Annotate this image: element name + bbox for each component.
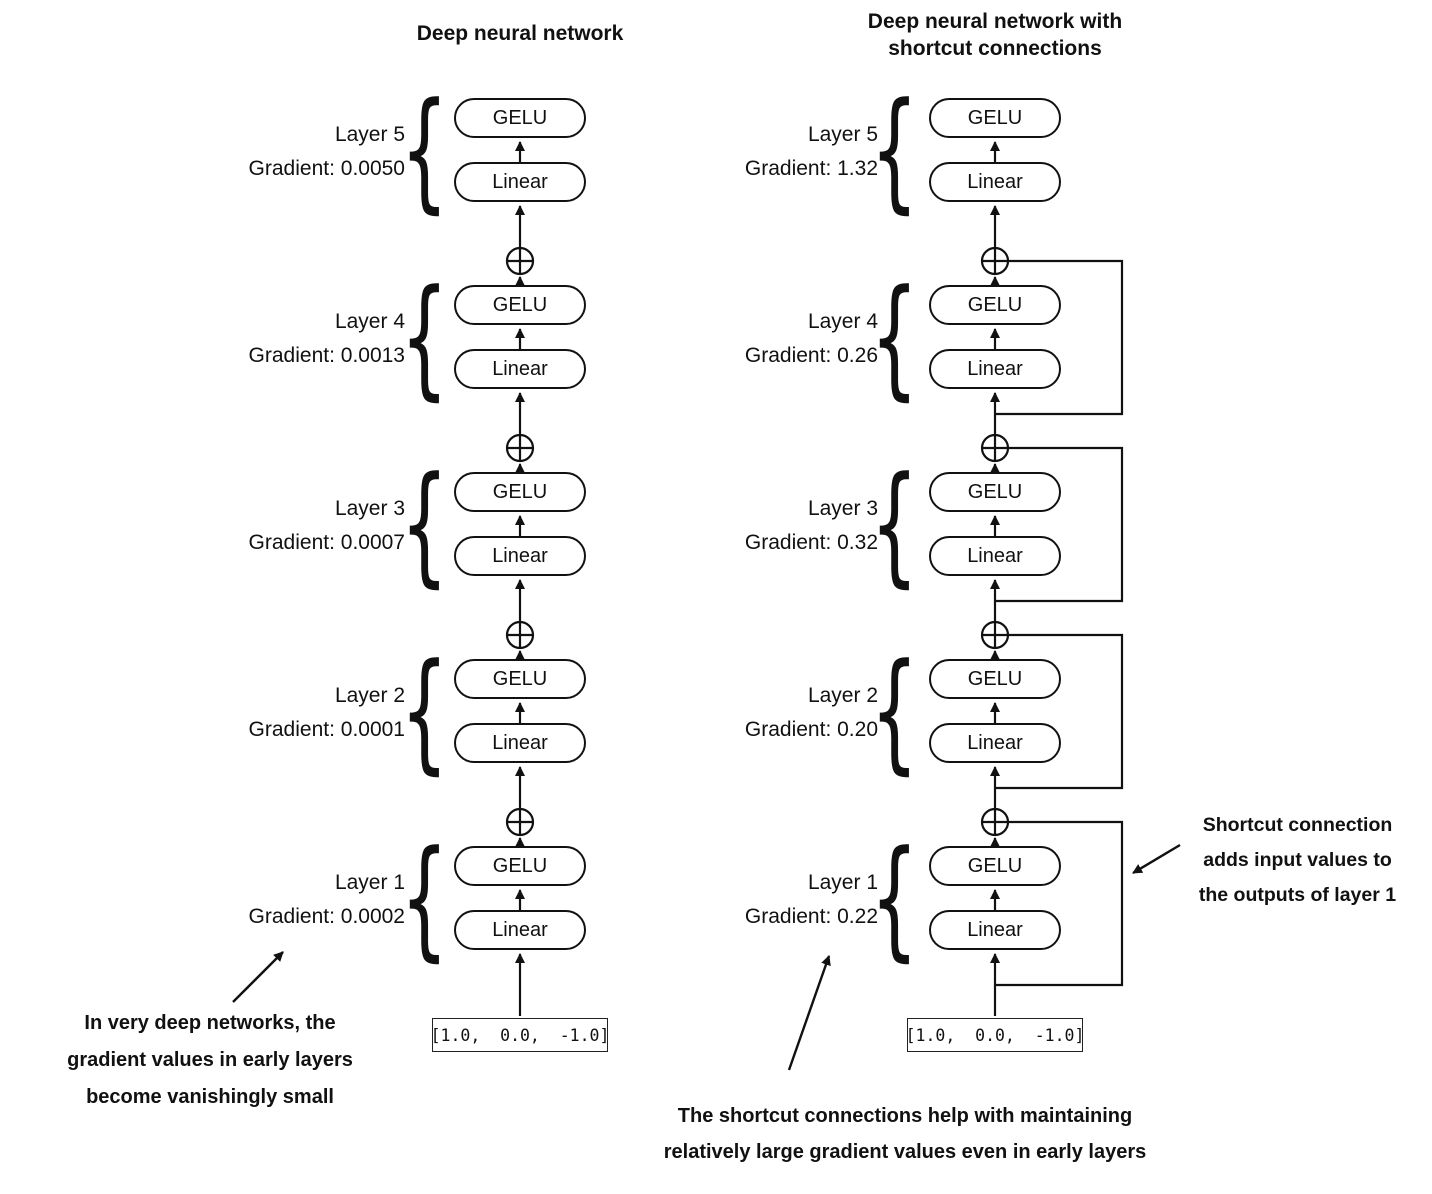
right-plus-circle-icons [980,246,1010,837]
right-layer1-gelu-box: GELU [929,846,1061,886]
layer-gradient: Gradient: 0.0007 [248,531,405,554]
left-layer1-label: Layer 1 Gradient: 0.0002 [165,866,405,934]
plus-circle-icon [980,246,1010,276]
brace-icon: { [870,74,918,226]
vanishing-note-arrow [232,951,284,1003]
right-layer5-label: Layer 5 Gradient: 1.32 [638,118,878,186]
plus-circle-icon [505,620,535,650]
plus-circle-icon [980,620,1010,650]
layer-gradient: Gradient: 0.0002 [248,905,405,928]
left-layer5-label: Layer 5 Gradient: 0.0050 [165,118,405,186]
left-layer4-label: Layer 4 Gradient: 0.0013 [165,305,405,373]
layer-name: Layer 2 [807,684,878,707]
layer-name: Layer 1 [807,871,878,894]
layer-gradient: Gradient: 0.0013 [248,344,405,367]
right-layer2-label: Layer 2 Gradient: 0.20 [638,679,878,747]
plus-circle-icon [505,433,535,463]
right-network-title: Deep neural network with shortcut connec… [867,10,1123,60]
brace-icon: { [400,448,448,600]
plus-circle-icon [980,433,1010,463]
plus-circle-icon [505,807,535,837]
brace-icon: { [870,448,918,600]
layer-name: Layer 4 [334,310,405,333]
shortcut-pointer-arrow [1132,843,1181,875]
left-layer4-linear-box: Linear [454,349,586,389]
left-layer1-linear-box: Linear [454,910,586,950]
left-layer5-gelu-box: GELU [454,98,586,138]
right-layer5-gelu-box: GELU [929,98,1061,138]
layer-gradient: Gradient: 0.26 [744,344,878,367]
layer-gradient: Gradient: 0.0001 [248,718,405,741]
brace-icon: { [870,822,918,974]
brace-icon: { [870,635,918,787]
right-layer4-gelu-box: GELU [929,285,1061,325]
vanishing-gradient-note: In very deep networks, the gradient valu… [67,1012,353,1108]
layer-name: Layer 2 [334,684,405,707]
brace-icon: { [870,261,918,413]
brace-icon: { [400,261,448,413]
right-layer2-linear-box: Linear [929,723,1061,763]
right-layer1-label: Layer 1 Gradient: 0.22 [638,866,878,934]
layer-gradient: Gradient: 0.0050 [248,157,405,180]
layer-name: Layer 5 [807,123,878,146]
layer-gradient: Gradient: 0.22 [744,905,878,928]
plus-circle-icon [505,246,535,276]
brace-icon: { [400,822,448,974]
left-layer2-gelu-box: GELU [454,659,586,699]
annotation-arrows [232,843,1181,1071]
left-input-vector: [1.0, 0.0, -1.0] [431,1018,609,1052]
left-layer2-label: Layer 2 Gradient: 0.0001 [165,679,405,747]
layer-name: Layer 4 [807,310,878,333]
right-layer5-linear-box: Linear [929,162,1061,202]
shortcut-benefit-note: The shortcut connections help with maint… [663,1105,1147,1163]
layer-gradient: Gradient: 0.20 [744,718,878,741]
left-network-title: Deep neural network [416,22,624,45]
right-layer3-label: Layer 3 Gradient: 0.32 [638,492,878,560]
layer-gradient: Gradient: 1.32 [744,157,878,180]
right-layer3-linear-box: Linear [929,536,1061,576]
shortcut-pointer-note: Shortcut connection adds input values to… [1198,814,1397,906]
right-layer4-linear-box: Linear [929,349,1061,389]
left-layer3-label: Layer 3 Gradient: 0.0007 [165,492,405,560]
right-layer1-linear-box: Linear [929,910,1061,950]
right-layer4-label: Layer 4 Gradient: 0.26 [638,305,878,373]
left-plus-circle-icons [505,246,535,837]
layer-name: Layer 3 [334,497,405,520]
shortcut-note-arrow [787,955,831,1071]
left-layer1-gelu-box: GELU [454,846,586,886]
layer-gradient: Gradient: 0.32 [744,531,878,554]
left-layer5-linear-box: Linear [454,162,586,202]
right-input-vector: [1.0, 0.0, -1.0] [906,1018,1084,1052]
shortcut-connection-wires [995,259,1124,987]
brace-icon: { [400,74,448,226]
left-layer3-gelu-box: GELU [454,472,586,512]
left-layer4-gelu-box: GELU [454,285,586,325]
right-layer2-gelu-box: GELU [929,659,1061,699]
layer-name: Layer 1 [334,871,405,894]
plus-circle-icon [980,807,1010,837]
brace-icon: { [400,635,448,787]
left-layer2-linear-box: Linear [454,723,586,763]
right-layer3-gelu-box: GELU [929,472,1061,512]
left-layer3-linear-box: Linear [454,536,586,576]
layer-name: Layer 5 [334,123,405,146]
layer-name: Layer 3 [807,497,878,520]
